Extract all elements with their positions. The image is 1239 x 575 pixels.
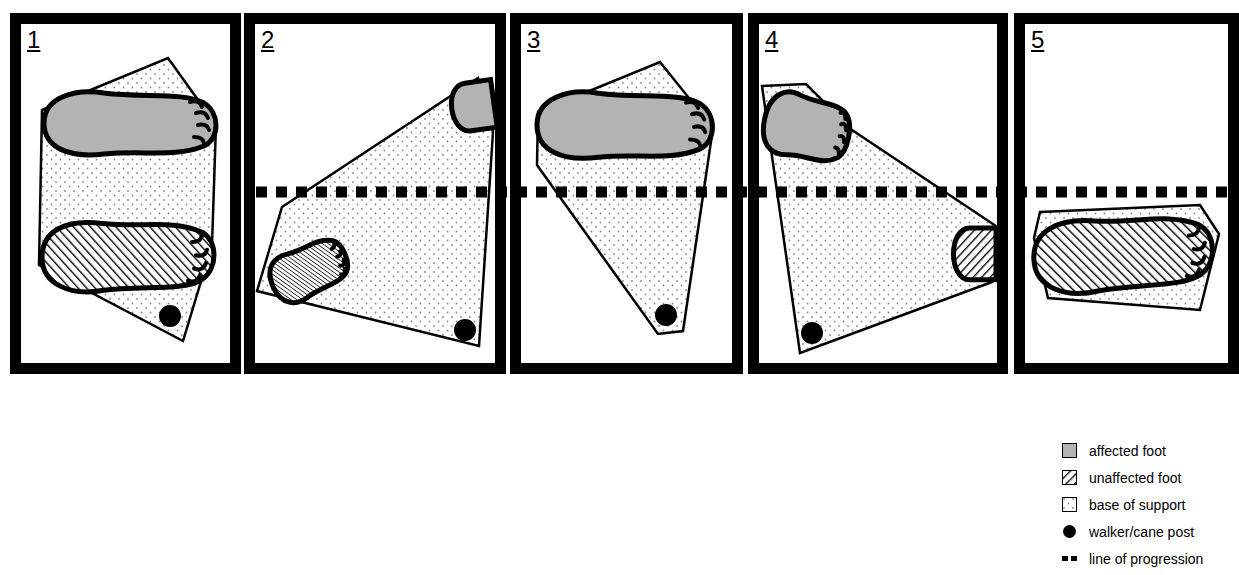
panel-number: 5 — [1031, 27, 1044, 53]
legend-row: line of progression — [1062, 545, 1203, 572]
panel-frame: 4 — [748, 13, 1008, 374]
affected-foot — [44, 92, 216, 155]
legend-row: unaffected foot — [1062, 464, 1203, 491]
legend: affected foot unaffected foot base of supp… — [1062, 437, 1203, 572]
legend-symbol — [1062, 524, 1077, 539]
legend-row: affected foot — [1062, 437, 1203, 464]
cane-post — [160, 306, 180, 326]
panel-number: 3 — [527, 27, 540, 53]
legend-label: walker/cane post — [1089, 524, 1194, 540]
unaffected-foot — [1032, 214, 1214, 296]
legend-row: walker/cane post — [1062, 518, 1203, 545]
legend-row: base of support — [1062, 491, 1203, 518]
legend-label: unaffected foot — [1089, 470, 1181, 486]
legend-label: line of progression — [1089, 551, 1203, 567]
base-of-support — [537, 62, 713, 334]
base-of-support — [39, 58, 1219, 353]
panel-frame: 5 — [1014, 13, 1239, 374]
panel-number: 2 — [261, 27, 274, 53]
base-of-support — [39, 58, 216, 341]
affected-foot — [758, 88, 855, 168]
cane-post — [160, 305, 822, 343]
legend-symbol — [1062, 551, 1077, 566]
unaffected-foot — [263, 232, 355, 309]
legend-label: base of support — [1089, 497, 1186, 513]
panel-frame: 2 — [244, 13, 506, 374]
legend-symbol — [1062, 470, 1077, 485]
panel-number: 1 — [27, 27, 40, 53]
cane-post — [455, 320, 475, 340]
unaffected-foot — [42, 222, 214, 291]
panel-frame: 3 — [510, 13, 743, 374]
panel-frame: 1 — [10, 13, 241, 374]
cane-post — [802, 323, 822, 343]
legend-label: affected foot — [1089, 443, 1166, 459]
cane-post — [656, 305, 676, 325]
panel-number: 4 — [765, 27, 778, 53]
affected-foot — [537, 92, 712, 158]
legend-swatch — [1062, 443, 1077, 458]
unaffected-forefoot — [954, 228, 997, 280]
legend-symbol — [1062, 497, 1077, 512]
affected-forefoot — [448, 80, 497, 133]
